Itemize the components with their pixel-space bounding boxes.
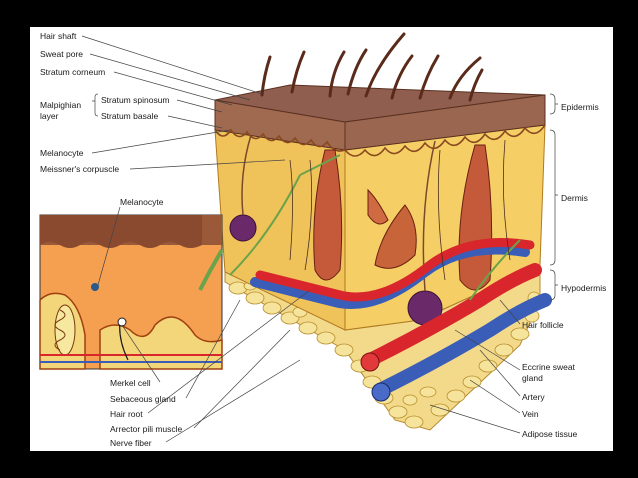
label-epidermis: Epidermis bbox=[561, 102, 599, 112]
nerve-fibers bbox=[229, 154, 521, 301]
label-melanocyte: Melanocyte bbox=[40, 148, 84, 158]
label-stratum-basale: Stratum basale bbox=[101, 111, 159, 121]
label-hypodermis: Hypodermis bbox=[561, 283, 607, 293]
label-hair-root: Hair root bbox=[110, 409, 143, 419]
sweat-glands bbox=[229, 134, 443, 326]
leader-lines bbox=[81, 35, 558, 443]
label-dermis: Dermis bbox=[561, 193, 588, 203]
label-arrector-pili: Arrector pili muscle bbox=[110, 424, 183, 434]
label-sebaceous-gland: Sebaceous gland bbox=[110, 394, 176, 404]
label-adipose-tissue: Adipose tissue bbox=[522, 429, 578, 439]
label-stratum-corneum: Stratum corneum bbox=[40, 67, 106, 77]
label-hair-follicle: Hair follicle bbox=[522, 320, 564, 330]
label-stratum-spinosum: Stratum spinosum bbox=[101, 95, 170, 105]
label-vein: Vein bbox=[522, 409, 539, 419]
label-artery: Artery bbox=[522, 392, 545, 402]
blood-vessels bbox=[250, 238, 552, 402]
label-sweat-pore: Sweat pore bbox=[40, 49, 83, 59]
dermal-papillae bbox=[214, 124, 546, 157]
label-eccrine-sweat: Eccrine sweat bbox=[522, 362, 575, 372]
hair-shafts bbox=[260, 32, 484, 102]
fine-fibers bbox=[289, 139, 511, 281]
label-merkel-cell: Merkel cell bbox=[110, 378, 151, 388]
inset bbox=[39, 214, 224, 370]
label-eccrine-gland: gland bbox=[522, 373, 543, 383]
label-meissners-corpuscle: Meissner's corpuscle bbox=[40, 164, 120, 174]
label-malpighian: Malpighian bbox=[40, 100, 82, 110]
label-inset-melanocyte: Melanocyte bbox=[120, 197, 164, 207]
label-nerve-fiber: Nerve fiber bbox=[110, 438, 152, 448]
label-hair-shaft: Hair shaft bbox=[40, 31, 77, 41]
label-malpighian-layer: layer bbox=[40, 111, 59, 121]
